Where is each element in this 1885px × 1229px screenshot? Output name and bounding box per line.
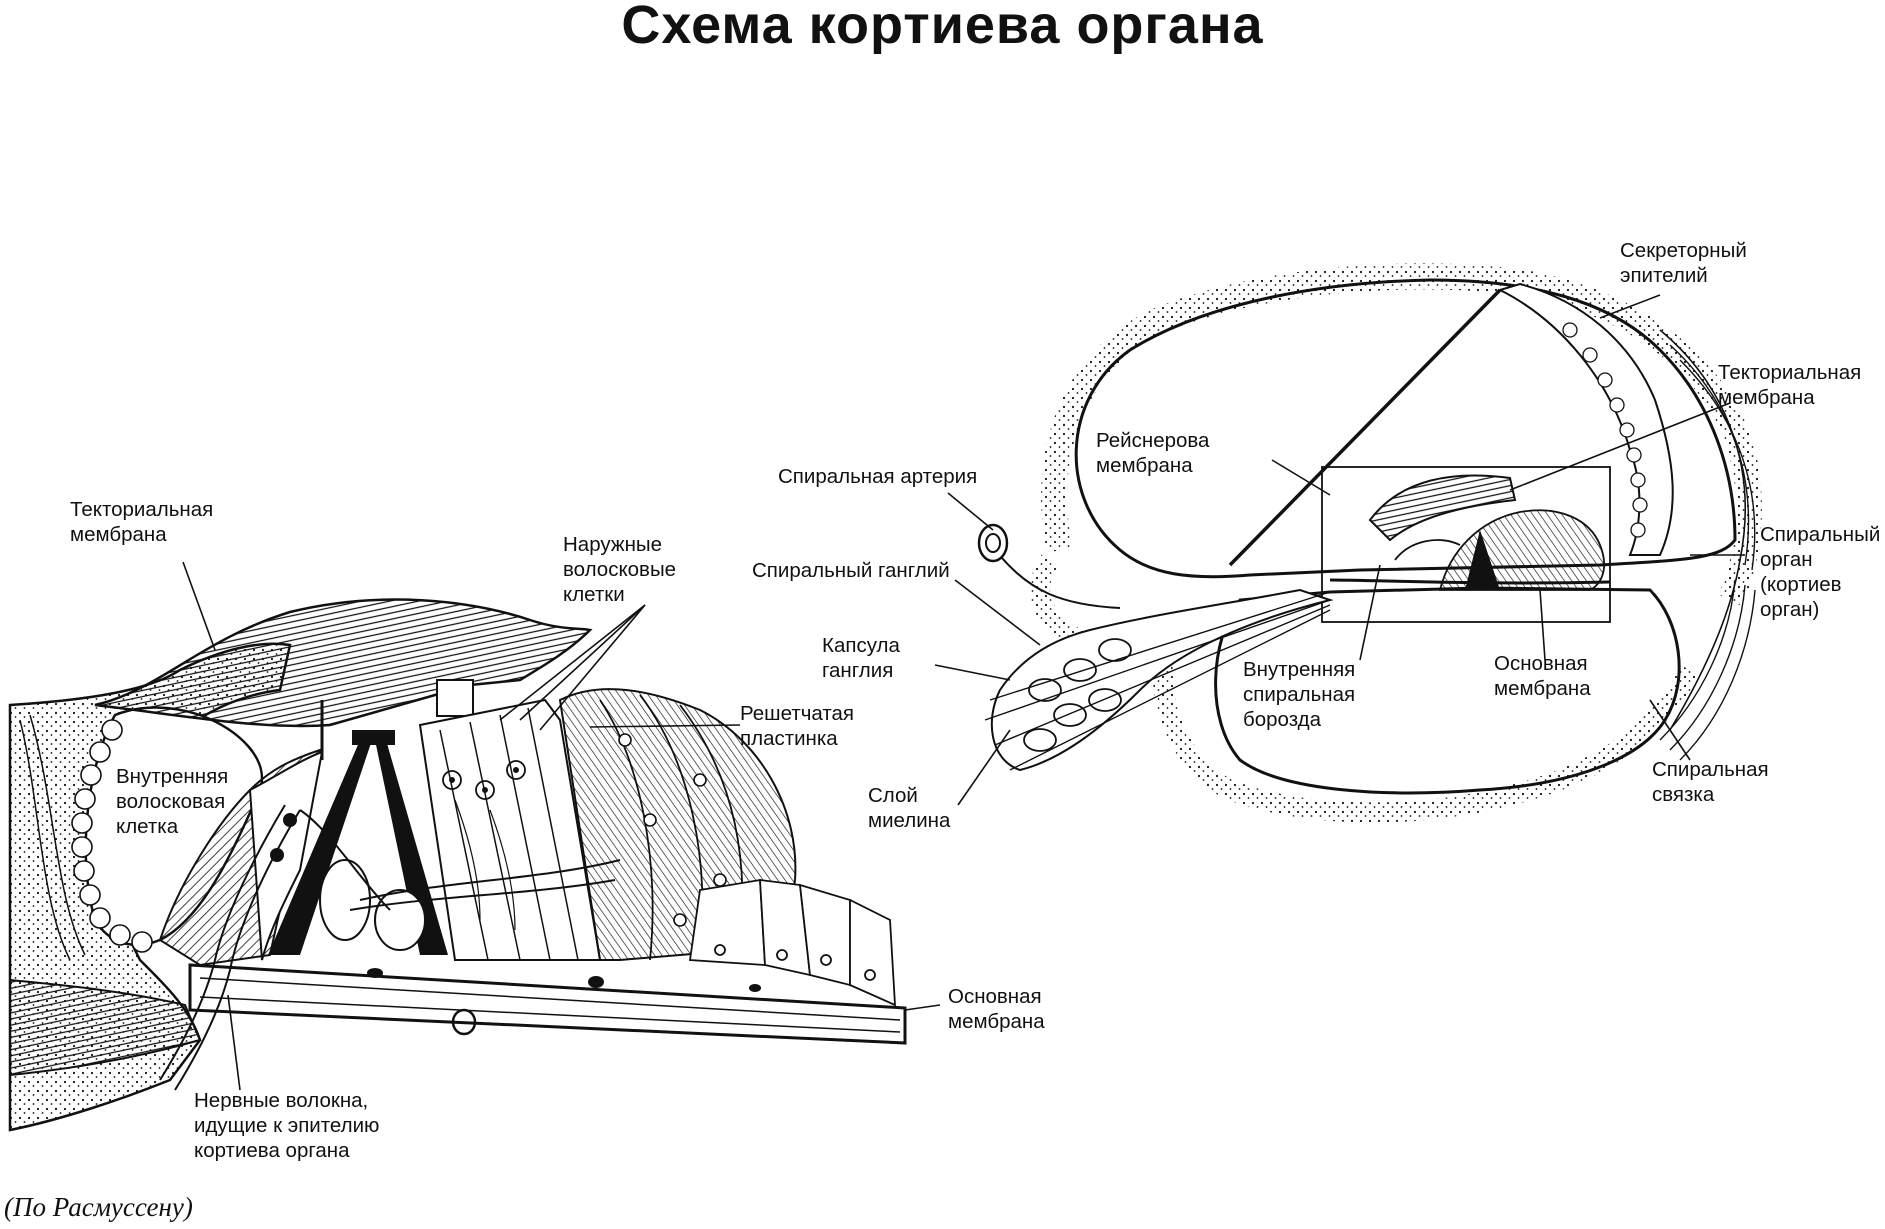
label-line: Наружные (563, 532, 676, 557)
label-line: мембрана (1096, 453, 1209, 478)
label-line: Решетчатая (740, 701, 854, 726)
label-line: мембрана (70, 522, 213, 547)
label-line: Текториальная (70, 497, 213, 522)
label-line: Рейснерова (1096, 428, 1209, 453)
label-line: Капсула (822, 633, 900, 658)
label-right-spiral-artery: Спиральная артерия (778, 464, 977, 489)
label-line: Текториальная (1718, 360, 1861, 385)
label-left-basilar-membrane: Основная мембрана (948, 984, 1045, 1034)
label-line: Внутренняя (116, 764, 228, 789)
label-line: Основная (948, 984, 1045, 1009)
label-line: спиральная (1243, 682, 1355, 707)
label-left-reticular-lamina: Решетчатая пластинка (740, 701, 854, 751)
label-line: связка (1652, 782, 1769, 807)
label-line: Спиральная артерия (778, 464, 977, 489)
label-left-outer-hair-cells: Наружные волосковые клетки (563, 532, 676, 607)
label-line: Спиральная (1652, 757, 1769, 782)
label-line: мембрана (1494, 676, 1591, 701)
label-line: орган) (1760, 597, 1880, 622)
label-right-spiral-ligament: Спиральная связка (1652, 757, 1769, 807)
label-right-ganglion-capsule: Капсула ганглия (822, 633, 900, 683)
right-reissner-membrane (1230, 290, 1500, 565)
left-basilar-membrane (190, 965, 905, 1043)
label-line: клетки (563, 582, 676, 607)
label-right-spiral-organ: Спиральный орган (кортиев орган) (1760, 522, 1880, 622)
label-line: волосковая (116, 789, 228, 814)
label-line: идущие к эпителию (194, 1113, 379, 1138)
right-cochlear-duct-diagram (935, 276, 1755, 812)
label-line: волосковые (563, 557, 676, 582)
label-line: Нервные волокна, (194, 1088, 379, 1113)
label-line: Слой (868, 783, 950, 808)
label-line: орган (1760, 547, 1880, 572)
label-line: Спиральный ганглий (752, 558, 950, 583)
source-credit: (По Расмуссену) (4, 1192, 193, 1223)
label-left-inner-hair-cell: Внутренняя волосковая клетка (116, 764, 228, 839)
label-left-tectorial-membrane: Текториальная мембрана (70, 497, 213, 547)
label-line: пластинка (740, 726, 854, 751)
label-line: эпителий (1620, 263, 1747, 288)
label-line: Внутренняя (1243, 657, 1355, 682)
label-line: мембрана (948, 1009, 1045, 1034)
left-organ-of-corti-diagram (10, 562, 940, 1130)
label-line: Спиральный (1760, 522, 1880, 547)
label-line: борозда (1243, 707, 1355, 732)
label-right-inner-spiral-sulcus: Внутренняя спиральная борозда (1243, 657, 1355, 732)
label-line: Секреторный (1620, 238, 1747, 263)
label-line: мембрана (1718, 385, 1861, 410)
label-line: ганглия (822, 658, 900, 683)
label-right-basilar-membrane: Основная мембрана (1494, 651, 1591, 701)
label-right-spiral-ganglion: Спиральный ганглий (752, 558, 950, 583)
label-line: Основная (1494, 651, 1591, 676)
label-line: (кортиев (1760, 572, 1880, 597)
label-line: кортиева органа (194, 1138, 379, 1163)
right-spiral-ligament (1660, 580, 1755, 760)
label-right-tectorial-membrane: Текториальная мембрана (1718, 360, 1861, 410)
label-line: клетка (116, 814, 228, 839)
label-left-nerve-fibers: Нервные волокна, идущие к эпителию корти… (194, 1088, 379, 1163)
label-line: миелина (868, 808, 950, 833)
left-claudius-cells (690, 880, 895, 1005)
right-organ-of-corti (1330, 475, 1610, 590)
label-right-myelin-layer: Слой миелина (868, 783, 950, 833)
label-right-reissner-membrane: Рейснерова мембрана (1096, 428, 1209, 478)
label-right-secretory-epithelium: Секреторный эпителий (1620, 238, 1747, 288)
